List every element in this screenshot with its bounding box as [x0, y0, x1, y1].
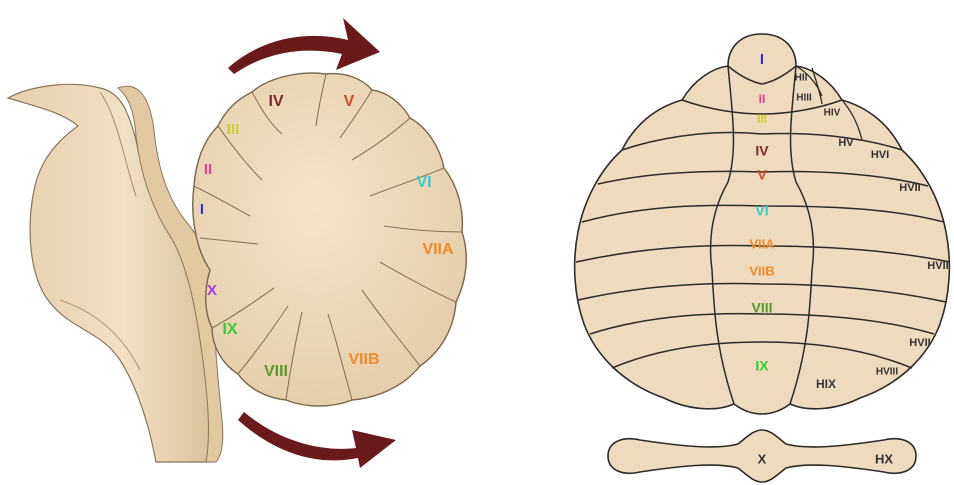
lateral-label-i: I: [200, 201, 204, 218]
nodulus-label: X: [758, 451, 767, 466]
hemisphere-label-hviia: HVII: [899, 182, 920, 194]
vermis-label-viib: VIIB: [749, 263, 774, 278]
vermis-label-viii: VIII: [751, 300, 772, 316]
hemisphere-label-hii: HII: [795, 73, 808, 84]
flocculonodular-lobe: X HX: [608, 430, 916, 482]
lateral-label-iv: IV: [268, 93, 283, 110]
lateral-label-viia: VIIA: [422, 241, 454, 258]
cerebellum-lateral: IV V III II I VI VIIA X IX VIII VIIB: [193, 73, 466, 406]
hemisphere-label-hviii: HVIII: [876, 367, 898, 378]
flocculus-label: HX: [875, 451, 893, 466]
vermis-label-viia: VIIA: [749, 236, 775, 251]
vermis-label-iv: IV: [755, 143, 769, 159]
brainstem: [8, 84, 223, 462]
lateral-label-v: V: [344, 93, 355, 110]
vermis-label-vi: VI: [755, 203, 768, 219]
hemisphere-label-hviic: HVII: [909, 337, 930, 349]
rotation-arrow-bottom: [238, 412, 396, 468]
lateral-label-vi: VI: [416, 174, 431, 191]
vermis-label-ix: IX: [755, 358, 769, 374]
vermis-label-ii: II: [759, 92, 766, 106]
lateral-label-ix: IX: [222, 321, 237, 338]
flat-map: I II III IV V VI VIIA VIIB VIII IX HII H…: [575, 34, 950, 482]
lateral-view: IV V III II I VI VIIA X IX VIII VIIB: [8, 18, 466, 468]
vermis-label-iii: III: [757, 112, 767, 126]
lateral-label-viib: VIIB: [348, 351, 379, 368]
hemisphere-label-hiv: HIV: [824, 108, 841, 119]
hemisphere-label-hv: HV: [838, 137, 854, 149]
rotation-arrow-top: [228, 18, 380, 74]
hemisphere-label-hix: HIX: [816, 377, 836, 391]
hemisphere-label-hvi: HVI: [871, 149, 889, 161]
lateral-label-iii: III: [227, 121, 240, 138]
hemisphere-label-hviib: HVII: [927, 260, 948, 272]
vermis-label-i: I: [760, 51, 764, 68]
vermis-label-v: V: [757, 167, 767, 183]
hemisphere-label-hiii: HIII: [796, 93, 812, 104]
lateral-label-ii: II: [204, 161, 212, 178]
lateral-label-x: X: [207, 282, 217, 299]
lateral-label-viii: VIII: [264, 363, 288, 380]
